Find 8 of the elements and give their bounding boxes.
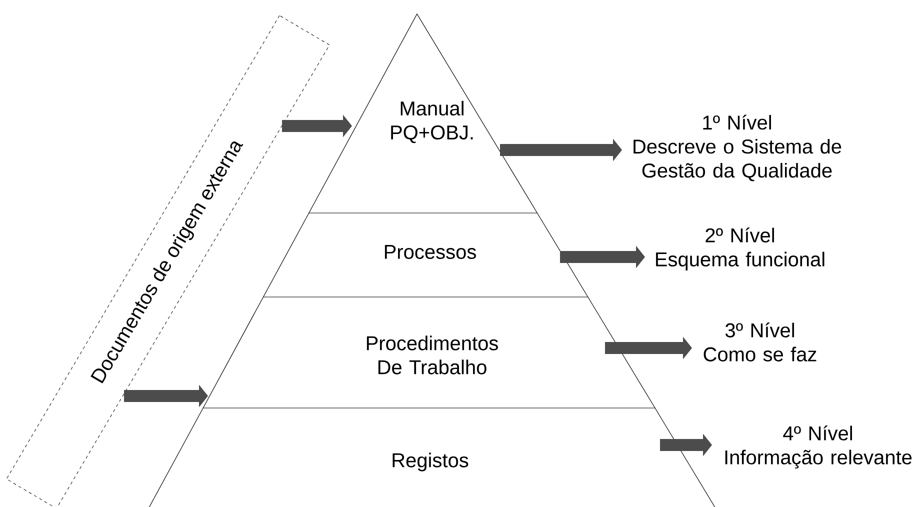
pyramid-level: Procedimentos De Trabalho [202, 296, 656, 408]
level-description: 4º Nível Informação relevante [725, 426, 912, 468]
pyramid-level: Manual PQ+OBJ. [308, 13, 538, 214]
level-description: 3º Nível Como se faz [704, 322, 816, 362]
level-description: 2º Nível Esquema funcional [656, 228, 824, 270]
level-description: 1º Nível Descreve o Sistema de Gestão da Qualidade [634, 114, 842, 182]
pyramid-level: Registos [149, 408, 716, 507]
pyramid-level: Processos [263, 212, 588, 298]
